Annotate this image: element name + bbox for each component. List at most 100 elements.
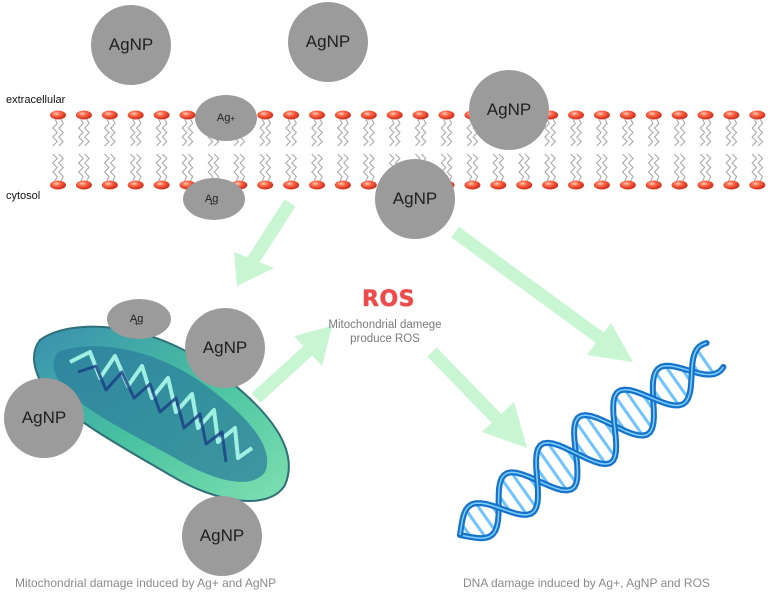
lipid-tail: [388, 118, 395, 147]
lipid-tail: [601, 153, 608, 182]
dna-base-pair: [623, 388, 654, 430]
lipid-tail: [472, 153, 479, 182]
lipid-tail: [336, 118, 343, 147]
lipid-tail: [731, 153, 738, 182]
lipid-tail: [647, 118, 654, 147]
lipid-tail: [621, 153, 628, 182]
lipid-head: [412, 110, 429, 120]
dna-base-pair: [613, 395, 645, 437]
lipid-head: [50, 180, 66, 190]
lipid-tail: [311, 153, 317, 182]
agnp-particle: AgNP: [288, 2, 368, 82]
ros-subtitle-line: produce ROS: [350, 333, 420, 345]
lipid-head: [568, 180, 584, 190]
lipid-head: [101, 110, 118, 120]
lipid-head: [50, 110, 66, 120]
silver-ion-label: Ag: [204, 193, 219, 205]
lipid-tail: [466, 153, 473, 182]
lipid-head: [464, 180, 481, 190]
cytosol-label: cytosol: [6, 190, 41, 202]
lipid-tail: [570, 153, 576, 182]
dna-base-pair: [546, 441, 578, 485]
lipid-tail: [621, 118, 628, 147]
dna-strand-highlight: [459, 342, 707, 536]
caption-dna-damage: DNA damage induced by Ag+, AgNP and ROS: [463, 576, 710, 590]
lipid-tail: [77, 118, 84, 147]
lipid-head: [283, 180, 300, 190]
ros-subtitle: Mitochondrial damege produce ROS: [322, 318, 448, 346]
lipid-head: [645, 180, 662, 190]
lipid-head: [438, 110, 455, 120]
lipid-tail: [311, 118, 317, 147]
lipid-tail: [259, 118, 266, 147]
lipid-tail: [259, 153, 266, 182]
agnp-particle: AgNP: [469, 70, 549, 150]
dna-base-pair: [574, 420, 607, 465]
lipid-tail: [109, 118, 116, 147]
lipid-tail: [550, 118, 557, 147]
lipid-tail: [317, 153, 323, 182]
lipid-tail: [161, 153, 168, 182]
lipid-head: [619, 110, 636, 120]
lipid-head: [671, 110, 688, 120]
lipid-tail: [627, 118, 634, 147]
silver-ion-particle: Ag+: [183, 178, 245, 220]
lipid-tail: [576, 118, 582, 147]
lipid-tail: [291, 153, 298, 182]
lipid-tail: [233, 153, 240, 182]
lipid-head: [386, 110, 403, 120]
lipid-head: [593, 110, 610, 120]
dna-strand-highlight: [459, 365, 724, 539]
lipid-tail: [336, 153, 343, 182]
lipid-head: [309, 180, 325, 190]
silver-ion-charge: +: [134, 318, 140, 328]
lipid-head: [334, 180, 351, 190]
lipid-tail: [135, 118, 142, 147]
dna-base-pair: [536, 448, 569, 492]
lipid-head: [490, 180, 507, 190]
lipid-tail: [751, 153, 758, 182]
lipid-tail: [239, 153, 246, 182]
lipid-head: [75, 110, 92, 120]
lipid-tail: [317, 118, 323, 147]
arrow-ros-to-dna: [427, 347, 527, 448]
dna-base-pair: [695, 348, 716, 375]
arrow-ion-to-mitochondria: [234, 199, 296, 286]
lipid-tail: [129, 153, 136, 182]
dna-base-pair: [474, 502, 497, 532]
lipid-tail: [161, 118, 168, 147]
lipid-tail: [420, 118, 427, 147]
lipid-head: [101, 180, 118, 190]
lipid-tail: [595, 118, 602, 147]
caption-mitochondrial-damage: Mitochondrial damage induced by Ag+ and …: [15, 576, 277, 590]
agnp-particle: AgNP: [182, 496, 262, 576]
lipid-tail: [207, 153, 214, 182]
lipid-tail: [155, 153, 162, 182]
lipid-tail: [699, 118, 706, 147]
lipid-tail: [647, 153, 654, 182]
lipid-head: [257, 110, 274, 120]
dna-base-pair: [500, 477, 529, 516]
lipid-head: [723, 110, 740, 120]
lipid-tail: [544, 118, 551, 147]
lipid-head: [645, 110, 662, 120]
lipid-tail: [77, 153, 84, 182]
lipid-head: [568, 110, 584, 120]
arrow-mitochondria-to-ros: [251, 326, 332, 403]
lipid-tail: [653, 153, 660, 182]
lipid-tail: [705, 118, 712, 147]
lipid-tail: [673, 118, 680, 147]
lipid-tail: [394, 118, 401, 147]
lipid-tail: [414, 118, 421, 147]
dna-base-pair: [584, 414, 617, 458]
lipid-head: [619, 180, 636, 190]
lipid-tail: [524, 153, 531, 182]
lipid-tail: [213, 153, 220, 182]
lipid-tail: [653, 118, 660, 147]
lipid-tail: [601, 118, 608, 147]
lipid-head: [593, 180, 610, 190]
lipid-tail: [498, 153, 505, 182]
lipid-tail: [103, 153, 110, 182]
